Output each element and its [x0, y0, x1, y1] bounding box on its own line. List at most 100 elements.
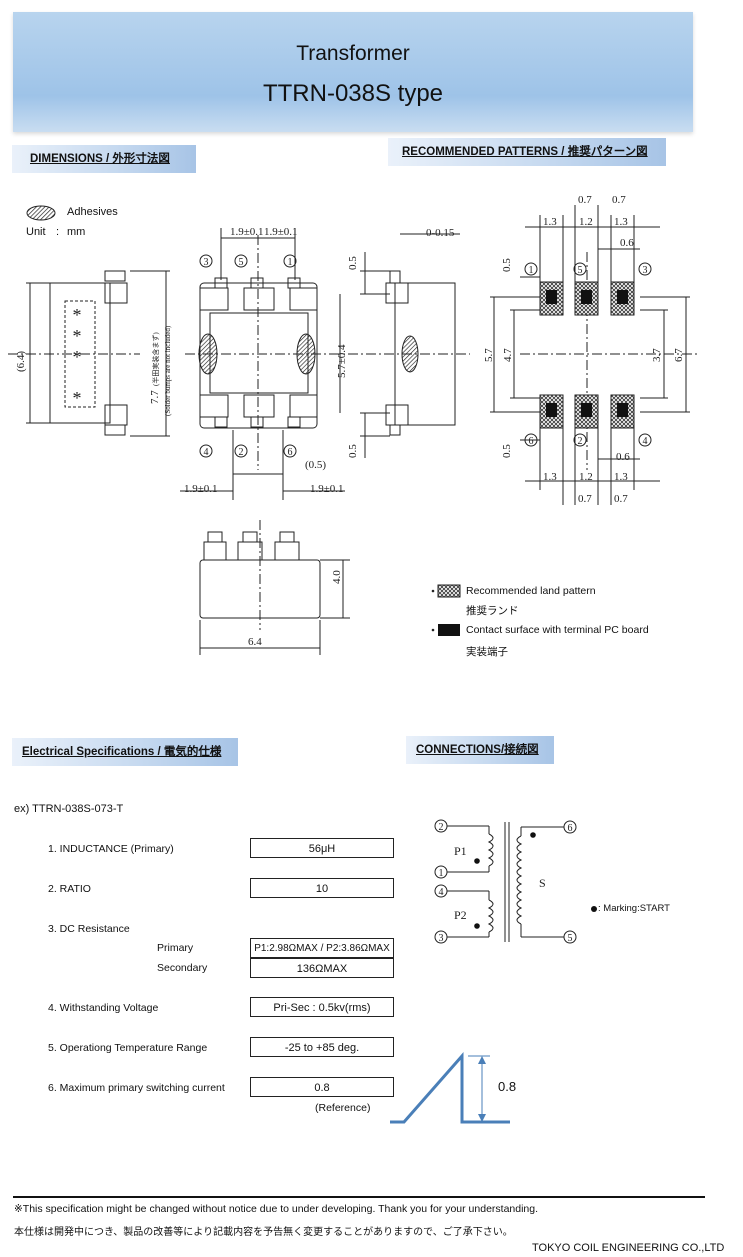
- spec-label-dcr: 3. DC Resistance: [48, 923, 130, 935]
- svg-text:0.5: 0.5: [501, 258, 513, 272]
- dim-pin-4: 4: [204, 447, 209, 458]
- pat-pin-1: 1: [529, 265, 534, 276]
- footer-note-en: ※This specification might be changed wit…: [14, 1203, 539, 1215]
- spec-value-inductance: 56μH: [250, 838, 394, 858]
- svg-text:3.7: 3.7: [651, 348, 663, 362]
- patterns-drawing: 1 5 3 6 2 4 0.7 0.7 1.3 1.2 1.3 0.6 0.6 …: [483, 194, 700, 505]
- dim-core-height: 5.7±0.4: [336, 344, 348, 378]
- svg-text:*: *: [73, 305, 82, 325]
- dim-pin-5: 5: [239, 257, 244, 268]
- pat-pin-4: 4: [643, 436, 648, 447]
- svg-text:5.7: 5.7: [483, 348, 495, 362]
- svg-text:4.7: 4.7: [502, 348, 514, 362]
- pat-pin-3: 3: [643, 265, 648, 276]
- svg-text:1: 1: [439, 868, 444, 879]
- spec-value-voltage: Pri-Sec : 0.5kv(rms): [250, 997, 394, 1017]
- svg-text:*: *: [73, 326, 82, 346]
- marking-label: : Marking:START: [598, 903, 670, 914]
- connections-header: CONNECTIONS/接続図: [406, 736, 554, 764]
- spec-label-inductance: 1. INDUCTANCE (Primary): [48, 843, 174, 855]
- svg-text:1.2: 1.2: [579, 471, 593, 483]
- dim-side-width: 6.4: [248, 636, 262, 648]
- adhesives-label: Adhesives: [67, 206, 118, 218]
- dim-body-height: 7.7: [149, 390, 161, 404]
- pat-pin-2: 2: [578, 436, 583, 447]
- svg-text:1.2: 1.2: [579, 216, 593, 228]
- current-graph-value: 0.8: [498, 1079, 517, 1094]
- unit-sep: :: [56, 226, 60, 238]
- dim-lead-bottom: 0.5: [347, 444, 359, 458]
- company-name: TOKYO COIL ENGINEERING CO.,LTD: [532, 1242, 725, 1254]
- spec-value-temperature: -25 to +85 deg.: [250, 1037, 394, 1057]
- unit-label: Unit: [26, 226, 46, 238]
- pat-pin-5: 5: [578, 265, 583, 276]
- electrical-header: Electrical Specifications / 電気的仕様: [12, 738, 238, 766]
- spec-label-voltage: 4. Withstanding Voltage: [48, 1002, 159, 1014]
- svg-text:2: 2: [439, 822, 444, 833]
- dim-side-height: 4.0: [331, 570, 343, 584]
- dimensions-drawing: *** * 3 5 1 4 2 6 1.9±0.1 1.9±0.1 1.9±0.…: [8, 226, 470, 655]
- adhesive-swatch: [26, 205, 56, 221]
- dim-pitch-bottom-b: 1.9±0.1: [310, 483, 344, 495]
- spec-label-current: 6. Maximum primary switching current: [48, 1082, 225, 1094]
- svg-text:1.3: 1.3: [614, 471, 628, 483]
- dcr-primary-value: P1:2.98ΩMAX / P2:3.86ΩMAX: [250, 938, 394, 958]
- title-banner: [13, 12, 693, 132]
- land-pattern-label-jp: 推奨ランド: [466, 605, 519, 617]
- p2-label: P2: [454, 908, 467, 922]
- svg-text:*: *: [73, 347, 82, 367]
- spec-value-ratio: 10: [250, 878, 394, 898]
- patterns-header: RECOMMENDED PATTERNS / 推奨パターン図: [388, 138, 666, 166]
- marking-dot-icon: [591, 906, 597, 912]
- dim-pin-6: 6: [288, 447, 293, 458]
- dim-body-note-jp: (半田実装含まず): [151, 332, 160, 386]
- dim-pitch-top-b: 1.9±0.1: [264, 226, 298, 238]
- dim-pin-3: 3: [204, 257, 209, 268]
- dimensions-header: DIMENSIONS / 外形寸法図: [12, 145, 196, 173]
- dim-pin-1: 1: [288, 257, 293, 268]
- spec-value-current: 0.8: [250, 1077, 394, 1097]
- dim-pitch-bottom-a: 1.9±0.1: [184, 483, 218, 495]
- connection-schematic: 2 1 4 3 6 5 P1 P2 S: [434, 819, 577, 944]
- unit-value: mm: [67, 226, 86, 238]
- svg-text:0.7: 0.7: [614, 493, 628, 505]
- svg-text:1.3: 1.3: [543, 471, 557, 483]
- svg-text:0.7: 0.7: [578, 493, 592, 505]
- pattern-legend-swatches: [431, 584, 461, 636]
- svg-text:0.7: 0.7: [578, 194, 592, 206]
- svg-text:0.5: 0.5: [501, 444, 513, 458]
- dcr-primary-label: Primary: [157, 942, 194, 954]
- svg-text:4: 4: [439, 887, 444, 898]
- svg-text:3: 3: [439, 933, 444, 944]
- svg-text:0.7: 0.7: [612, 194, 626, 206]
- svg-text:6.7: 6.7: [673, 348, 685, 362]
- example-part: ex) TTRN-038S-073-T: [14, 803, 124, 815]
- dim-pitch-top-a: 1.9±0.1: [230, 226, 264, 238]
- dim-lead-thickness: 0-0.15: [426, 227, 455, 239]
- model-title: TTRN-038S type: [262, 80, 444, 107]
- svg-text:6: 6: [568, 823, 573, 834]
- land-pattern-label: Recommended land pattern: [466, 585, 596, 597]
- dcr-secondary-value: 136ΩMAX: [250, 958, 394, 978]
- current-waveform: [390, 1052, 510, 1124]
- page-title: Transformer: [296, 42, 410, 65]
- spec-label-ratio: 2. RATIO: [48, 883, 91, 895]
- dim-body-note-en: (Solder bumps are not included): [164, 325, 172, 416]
- dim-gap: (0.5): [305, 459, 326, 471]
- dim-pin-2: 2: [239, 447, 244, 458]
- footer-note-jp: 本仕様は開発中につき、製品の改善等により記載内容を予告無く変更することがあります…: [14, 1227, 513, 1238]
- pat-pin-6: 6: [529, 436, 534, 447]
- svg-text:0.6: 0.6: [616, 451, 630, 463]
- p1-label: P1: [454, 844, 467, 858]
- contact-surface-label: Contact surface with terminal PC board: [466, 624, 649, 636]
- footer-divider: [13, 1196, 705, 1198]
- dim-lead-top: 0.5: [347, 256, 359, 270]
- dim-overall-height: (6.4): [15, 351, 27, 372]
- dcr-secondary-label: Secondary: [157, 962, 208, 974]
- spec-label-temperature: 5. Operationg Temperature Range: [48, 1042, 208, 1054]
- svg-text:*: *: [73, 388, 82, 408]
- svg-text:5: 5: [568, 933, 573, 944]
- reference-note: (Reference): [315, 1102, 371, 1114]
- contact-surface-label-jp: 実装端子: [466, 646, 508, 658]
- svg-text:0.6: 0.6: [620, 237, 634, 249]
